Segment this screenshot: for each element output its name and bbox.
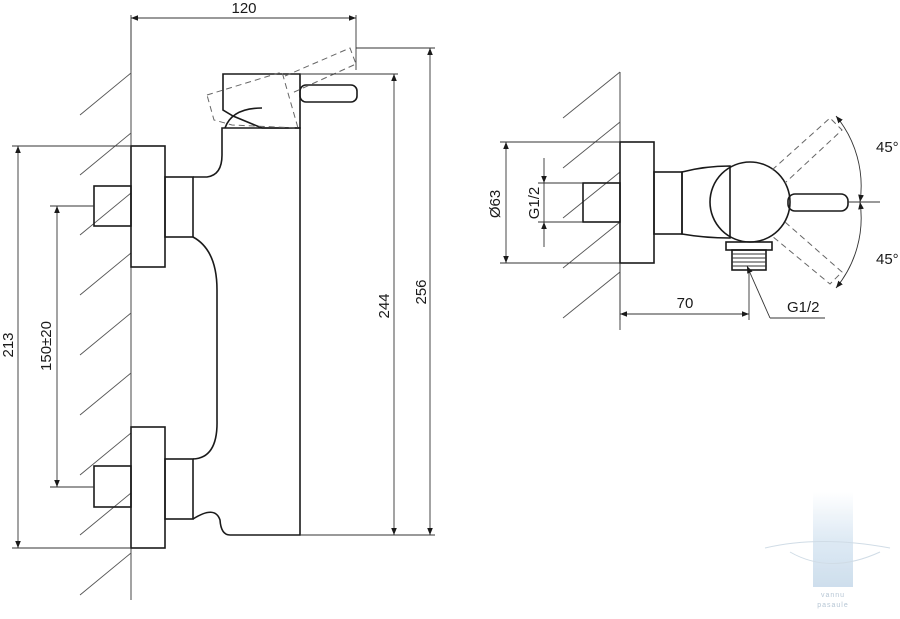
angle-arc-up xyxy=(835,115,864,203)
side-wall-hatching xyxy=(562,71,621,319)
lever-handle-alt-position xyxy=(206,47,357,129)
dim-inlet-thread-label: G1/2 xyxy=(526,187,543,220)
dim-diameter: Ø63 xyxy=(487,141,620,264)
dim-inlet-spacing-label: 150±20 xyxy=(38,321,55,371)
side-mixer-sphere xyxy=(709,161,791,243)
dim-120: 120 xyxy=(130,0,357,70)
side-inlet-stub xyxy=(582,182,621,223)
dim-213: 213 xyxy=(0,145,131,549)
dim-150: 150±20 xyxy=(38,205,94,488)
side-lever xyxy=(787,193,849,212)
dim-256: 256 xyxy=(300,47,435,536)
angle-arc-down xyxy=(835,201,864,289)
side-flange xyxy=(619,141,655,264)
dim-diameter-label: Ø63 xyxy=(487,190,504,218)
dim-total-inlets-label: 213 xyxy=(0,332,17,357)
dim-depth: 70 xyxy=(619,263,750,320)
dim-depth-label: 70 xyxy=(677,295,694,312)
side-outlet-thread xyxy=(725,241,773,271)
dim-height-body-label: 244 xyxy=(376,293,393,318)
dim-outlet-thread: G1/2 xyxy=(746,265,825,319)
angle-up-label: 45° xyxy=(876,139,899,156)
watermark-logo: vannu pasaule xyxy=(764,492,891,609)
upper-inlet xyxy=(93,145,194,268)
lever-handle xyxy=(222,73,358,129)
dim-244: 244 xyxy=(300,73,398,535)
dim-height-lever-label: 256 xyxy=(413,279,430,304)
side-view: 45° 45° Ø63 G1/2 xyxy=(487,71,899,330)
dim-overall-width-label: 120 xyxy=(231,0,256,17)
dim-outlet-thread-label: G1/2 xyxy=(787,299,820,316)
angle-down-label: 45° xyxy=(876,251,899,268)
side-body xyxy=(681,165,731,239)
lever-base xyxy=(224,107,263,129)
lower-inlet xyxy=(93,426,194,549)
side-nut xyxy=(653,171,683,235)
watermark-line2: pasaule xyxy=(817,602,849,609)
side-lever-alt-positions xyxy=(771,117,843,285)
wall-hatching xyxy=(79,72,132,596)
dim-inlet-thread: G1/2 xyxy=(526,158,583,247)
watermark-line1: vannu xyxy=(821,592,845,599)
front-view: 120 256 244 213 150±20 xyxy=(0,0,435,600)
mixer-body xyxy=(192,127,301,536)
